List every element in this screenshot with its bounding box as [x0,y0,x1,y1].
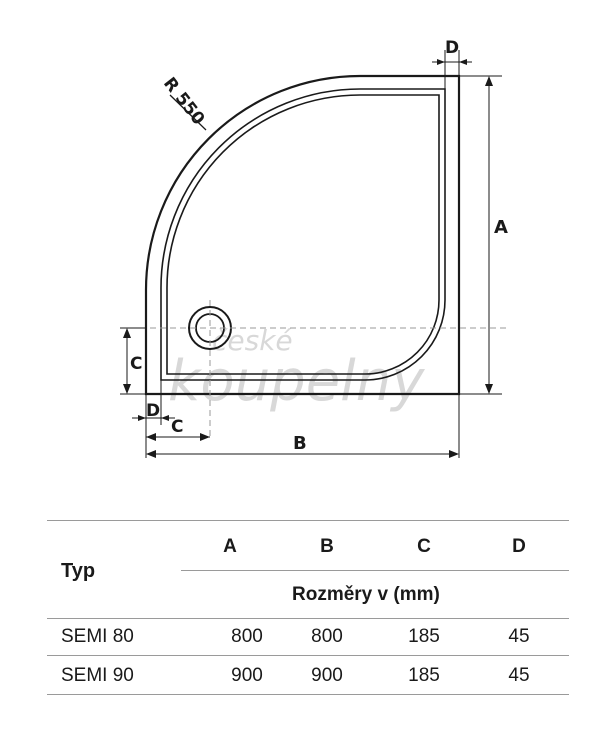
dim-a-arrow-bottom [485,384,493,394]
table-rule-body-top [47,618,569,619]
table-header-a: A [223,536,237,557]
table-cell-d: 45 [508,665,530,686]
table-cell-a: 800 [231,626,263,647]
tray-outer-outline [144,74,461,396]
dim-d-bottom-arrow-left [138,415,146,421]
dim-b-arrow-right [449,450,459,458]
table-row-typ: SEMI 80 [61,626,134,647]
table-cell-b: 900 [311,665,343,686]
table-rule-bottom [47,694,569,695]
dim-c-left-arrow-bottom [123,384,131,394]
table-row-typ: SEMI 90 [61,665,134,686]
table-rule-top [47,520,569,521]
table-rule-row [47,655,569,656]
watermark-line2: koupelny [168,349,425,414]
dim-d-top-arrow-left [437,59,445,65]
dim-a-arrow-top [485,76,493,86]
dim-c-bottom-label: C [171,417,183,437]
table-header-d: D [512,536,526,557]
table-cell-c: 185 [408,626,440,647]
dim-c-left-arrow-top [123,328,131,338]
dim-d-bottom-arrow-right [161,415,169,421]
dim-b-arrow-left [146,450,156,458]
dim-c-bottom-arrow-left [146,433,156,441]
table-header-c: C [417,536,431,557]
table-cell-d: 45 [508,626,530,647]
dim-c-left-label: C [130,354,142,374]
dim-c-bottom-arrow-right [200,433,210,441]
dim-a-label: A [494,217,508,238]
radius-label: R 550 [159,74,208,129]
table-cell-a: 900 [231,665,263,686]
table-units-header: Rozměry v (mm) [292,584,440,605]
dim-d-top-arrow-right [459,59,467,65]
radius-leader [169,94,207,131]
dim-d-bottom-label: D [146,401,160,421]
tray-inner-rim-2 [166,94,440,375]
dim-d-top-label: D [445,38,459,58]
technical-drawing: české koupelny R 550 A D C D C [120,38,508,458]
table-cell-c: 185 [408,665,440,686]
table-cell-b: 800 [311,626,343,647]
watermark-line1: české [212,324,293,357]
dim-b-label: B [293,433,307,454]
table-header-typ: Typ [61,560,96,582]
tray-inner-rim-1 [160,88,446,381]
table-rule-header [181,570,569,571]
table-header-b: B [320,536,334,557]
